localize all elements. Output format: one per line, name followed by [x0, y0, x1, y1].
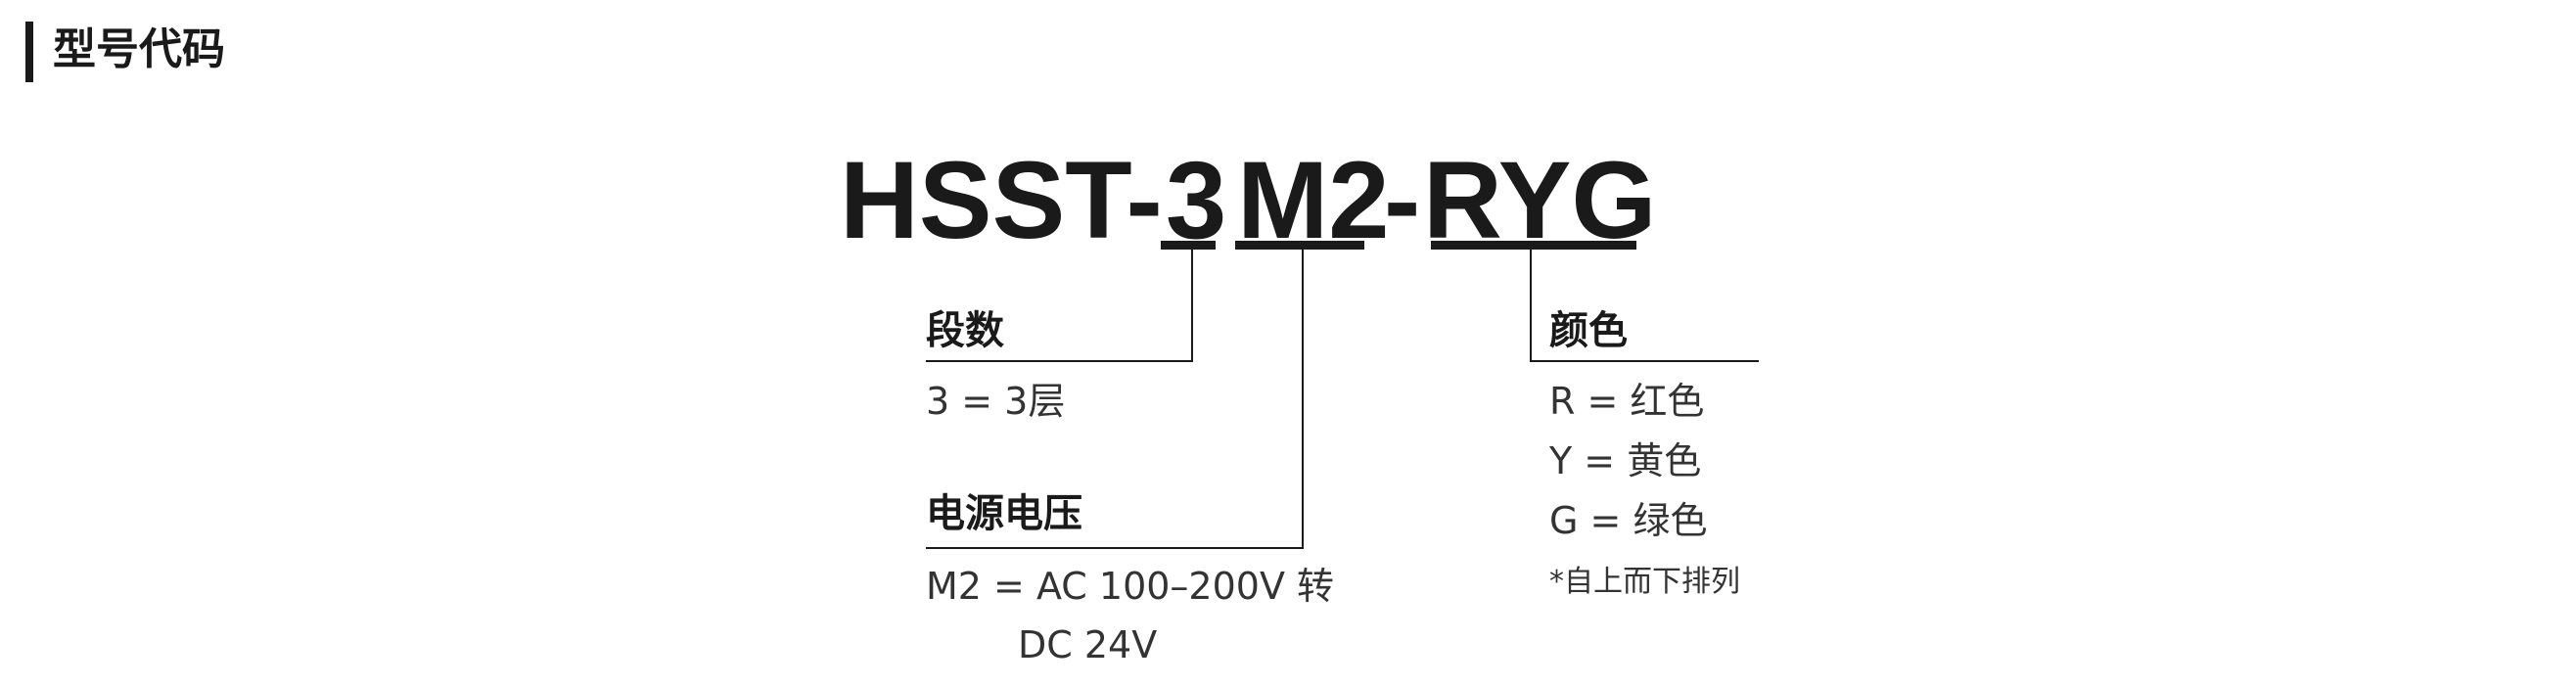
segments-option: 3 = 3层	[926, 380, 1066, 423]
color-option-green: G = 绿色	[1549, 499, 1708, 542]
voltage-code-underline	[1235, 241, 1364, 250]
color-code-underline	[1431, 241, 1636, 250]
segment-leader-horizontal	[926, 360, 1193, 362]
voltage-leader-horizontal	[926, 547, 1304, 549]
voltage-title: 电源电压	[926, 491, 1082, 536]
title-accent-bar	[25, 22, 33, 82]
color-leader-horizontal	[1530, 360, 1759, 362]
color-option-yellow: Y = 黄色	[1549, 439, 1702, 482]
color-leader-vertical	[1530, 250, 1532, 362]
voltage-option-line2: DC 24V	[1018, 623, 1158, 666]
segment-code-underline	[1161, 241, 1216, 250]
color-title: 颜色	[1549, 308, 1628, 353]
segments-title: 段数	[926, 308, 1004, 353]
color-order-note: *自上而下排列	[1549, 565, 1740, 599]
color-option-red: R = 红色	[1549, 380, 1705, 423]
voltage-leader-vertical	[1302, 250, 1304, 549]
voltage-option-line1: M2 = AC 100–200V 转	[926, 565, 1335, 608]
model-dash: -	[1384, 139, 1421, 261]
segment-leader-vertical	[1191, 250, 1193, 362]
page-title: 型号代码	[53, 24, 225, 74]
model-prefix: HSST-	[840, 139, 1163, 261]
